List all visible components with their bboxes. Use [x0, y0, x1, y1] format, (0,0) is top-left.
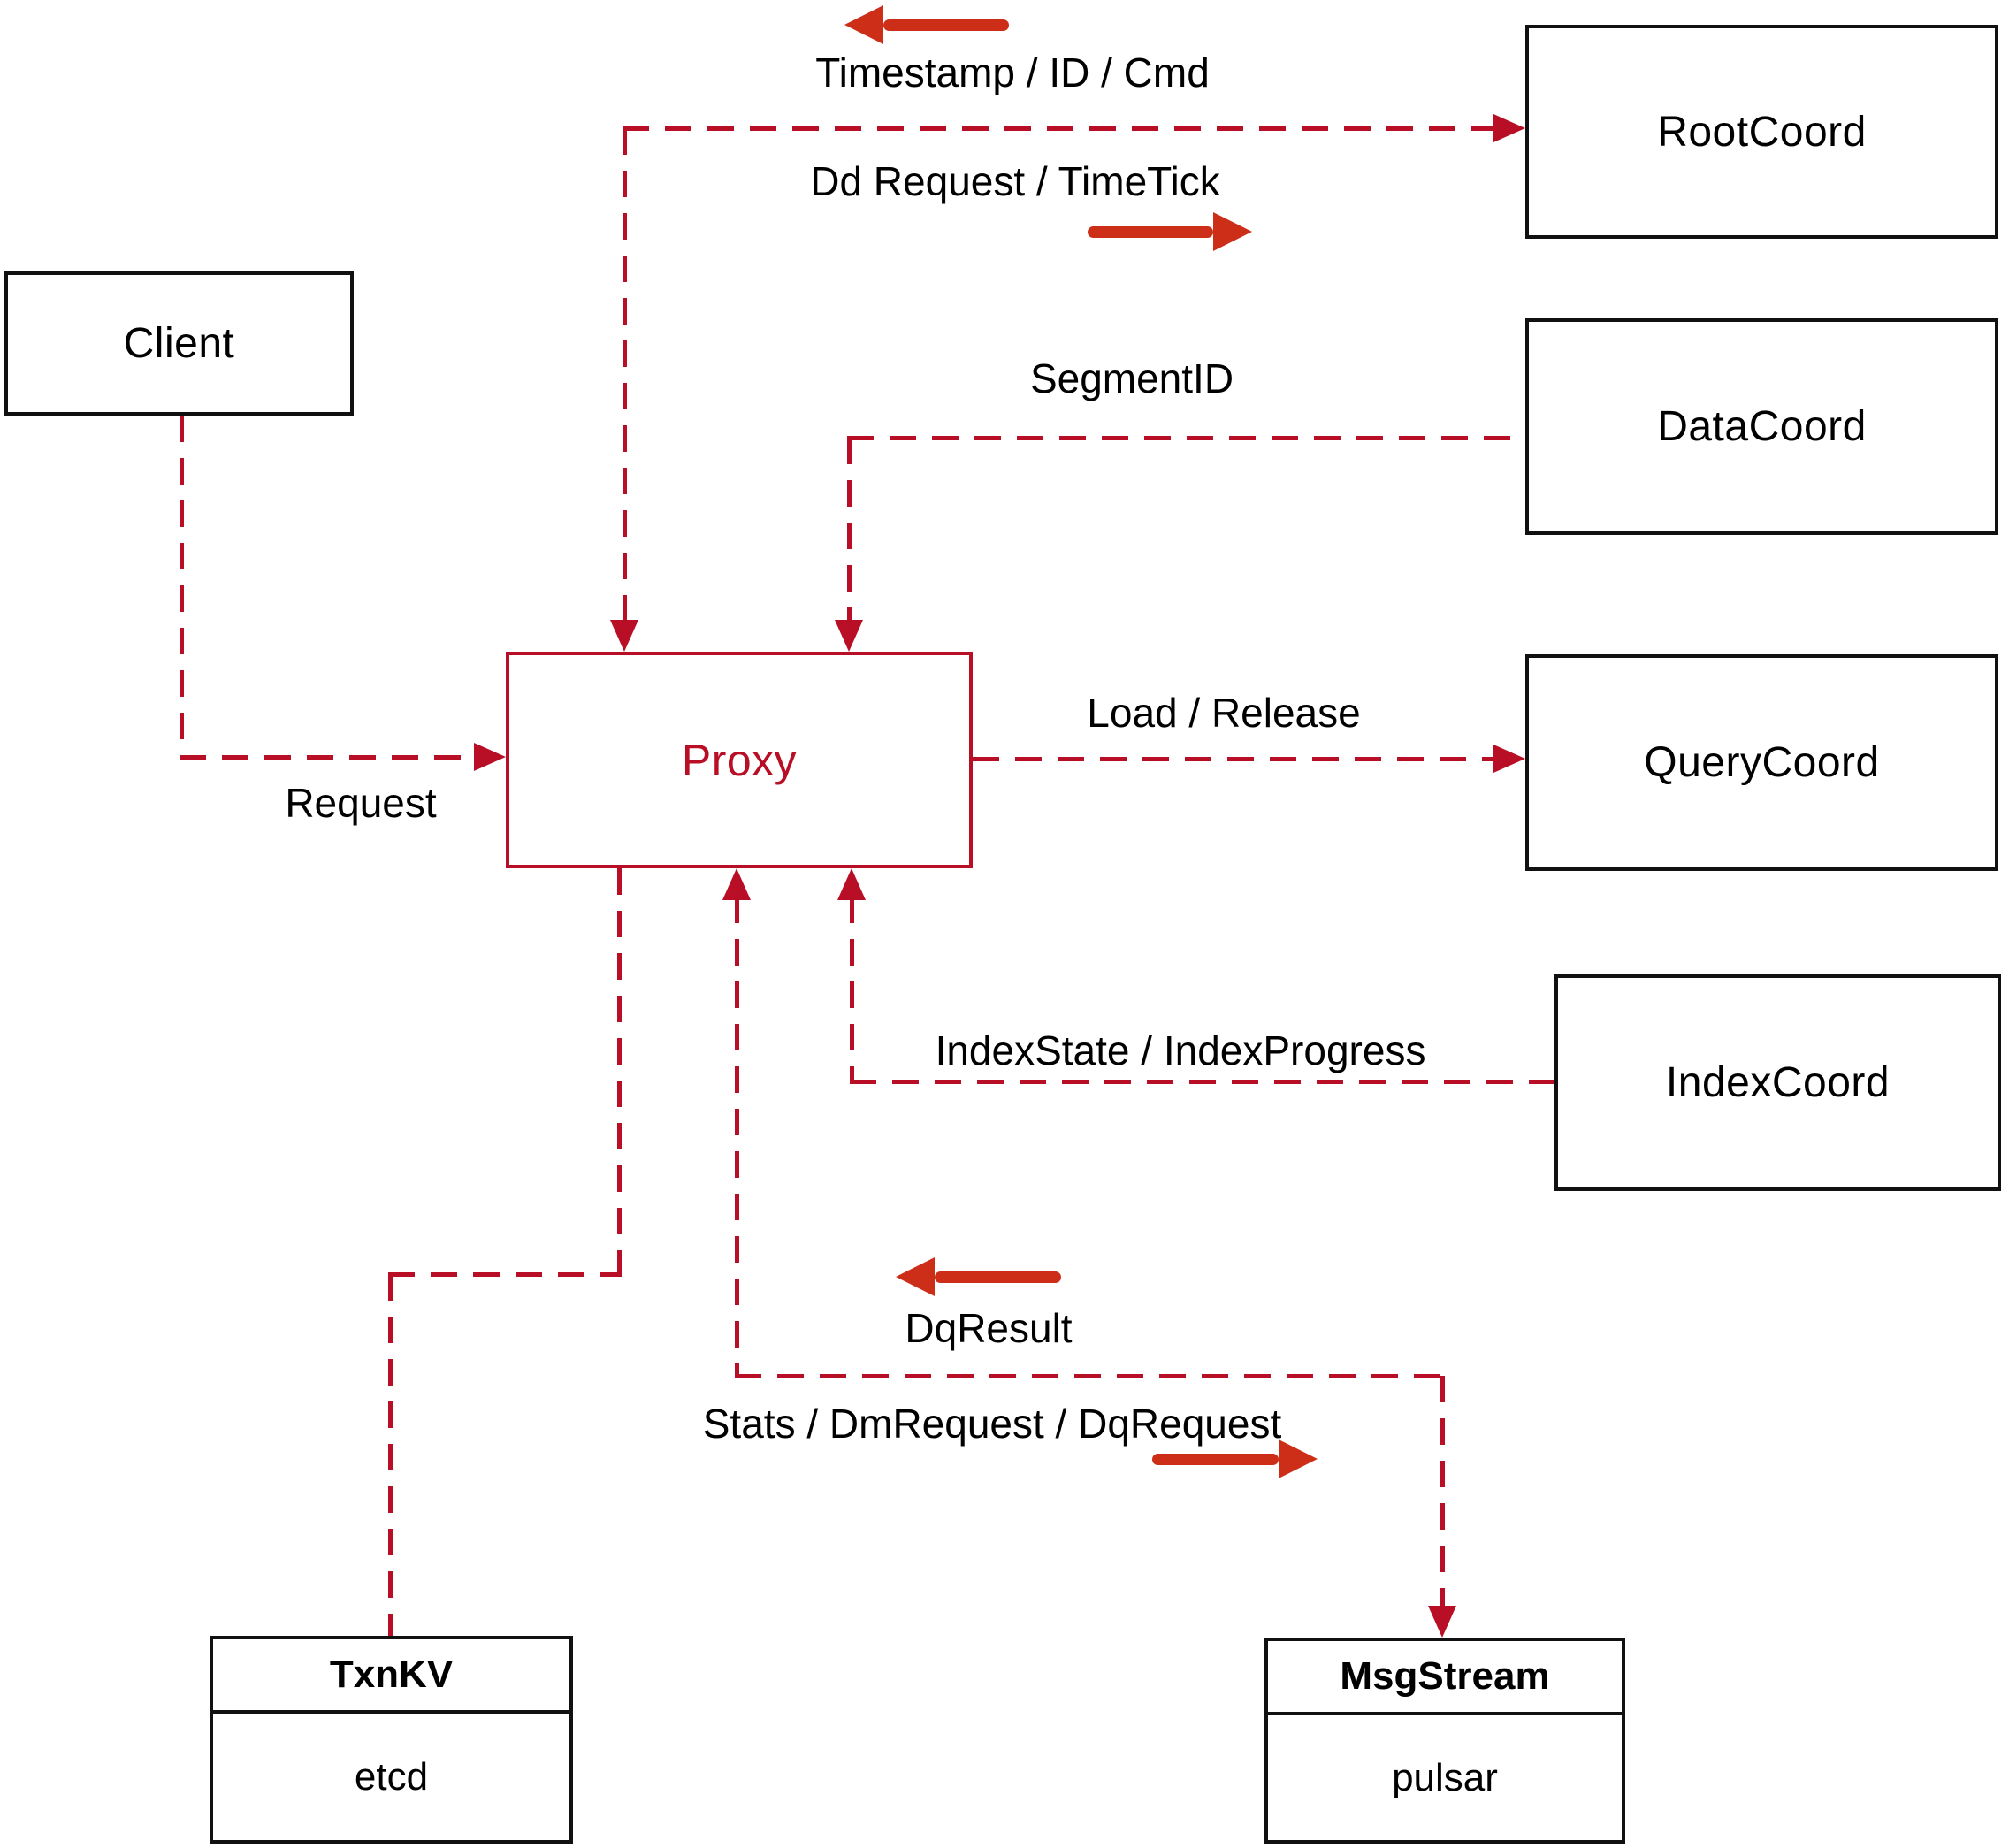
edge-proxy-txnkv-vseg2 — [388, 1274, 393, 1636]
edge-datacoord-proxy-vseg — [847, 438, 852, 623]
dqresult-arrow-bar — [935, 1271, 1061, 1283]
node-msgstream: MsgStream pulsar — [1264, 1638, 1625, 1844]
arrowhead-into-proxy-top-left-icon — [610, 620, 638, 652]
arrowhead-into-querycoord-icon — [1493, 745, 1525, 773]
stats-arrow-right-icon — [1152, 1439, 1318, 1478]
client-label: Client — [123, 320, 235, 367]
node-rootcoord: RootCoord — [1525, 25, 1998, 239]
arrowhead-into-proxy-bottom-right-icon — [837, 868, 866, 900]
dqresult-arrow-left-icon — [896, 1257, 1061, 1296]
timestamp-edge-label: Timestamp / ID / Cmd — [815, 50, 1210, 95]
datacoord-label: DataCoord — [1657, 403, 1867, 450]
arrowhead-into-proxy-left-icon — [474, 743, 506, 771]
arrow-right-head — [1213, 212, 1252, 251]
arrow-right-icon — [1088, 212, 1252, 251]
arrowhead-into-proxy-bottom-left-icon — [722, 868, 751, 900]
edge-client-proxy-hseg — [180, 755, 482, 760]
arrow-left-bar — [883, 19, 1009, 31]
edge-indexcoord-proxy-vseg — [850, 897, 854, 1081]
stats-arrow-head — [1279, 1439, 1318, 1478]
arrow-left-icon — [844, 5, 1009, 44]
txnkv-title: TxnKV — [213, 1639, 569, 1714]
dqresult-arrow-head — [896, 1257, 935, 1296]
edge-datacoord-proxy-hseg — [847, 436, 1525, 440]
segmentid-edge-label: SegmentID — [1029, 355, 1234, 401]
stats-edge-label: Stats / DmRequest / DqRequest — [702, 1401, 1282, 1447]
edge-indexcoord-proxy-hseg — [850, 1080, 1554, 1084]
msgstream-impl: pulsar — [1392, 1755, 1498, 1799]
edge-proxy-rootcoord-hseg — [623, 126, 1498, 131]
edge-proxy-rootcoord-vseg — [623, 128, 627, 623]
node-client: Client — [4, 271, 354, 416]
txnkv-impl: etcd — [354, 1754, 429, 1798]
stats-arrow-bar — [1152, 1453, 1279, 1465]
dqresult-edge-label: DqResult — [905, 1305, 1073, 1351]
edge-proxy-querycoord-hseg — [973, 757, 1498, 761]
load-release-edge-label: Load / Release — [1087, 690, 1361, 736]
arrow-left-head — [844, 5, 883, 44]
arrowhead-into-rootcoord-icon — [1493, 114, 1525, 142]
edge-proxy-msgstream-hseg — [735, 1374, 1445, 1378]
indexcoord-label: IndexCoord — [1665, 1059, 1891, 1106]
edge-proxy-txnkv-hseg — [388, 1272, 622, 1277]
arrow-right-bar — [1088, 225, 1213, 238]
node-txnkv: TxnKV etcd — [210, 1636, 573, 1844]
node-querycoord: QueryCoord — [1525, 654, 1998, 871]
request-edge-label: Request — [285, 780, 437, 826]
rootcoord-label: RootCoord — [1657, 108, 1867, 156]
edge-client-proxy-vseg — [180, 416, 184, 759]
edge-proxy-txnkv-vseg1 — [617, 868, 622, 1276]
arrowhead-into-msgstream-icon — [1428, 1606, 1456, 1638]
edge-proxy-msgstream-vseg2 — [1440, 1376, 1445, 1607]
node-proxy: Proxy — [506, 652, 973, 868]
node-indexcoord: IndexCoord — [1554, 974, 2001, 1191]
indexstate-edge-label: IndexState / IndexProgress — [935, 1027, 1426, 1073]
proxy-label: Proxy — [681, 735, 798, 785]
node-datacoord: DataCoord — [1525, 318, 1998, 535]
edge-proxy-msgstream-vseg1 — [735, 897, 739, 1378]
arrowhead-into-proxy-top-right-icon — [835, 620, 863, 652]
dd-request-edge-label: Dd Request / TimeTick — [810, 158, 1220, 204]
msgstream-title: MsgStream — [1268, 1641, 1622, 1715]
querycoord-label: QueryCoord — [1644, 739, 1880, 786]
